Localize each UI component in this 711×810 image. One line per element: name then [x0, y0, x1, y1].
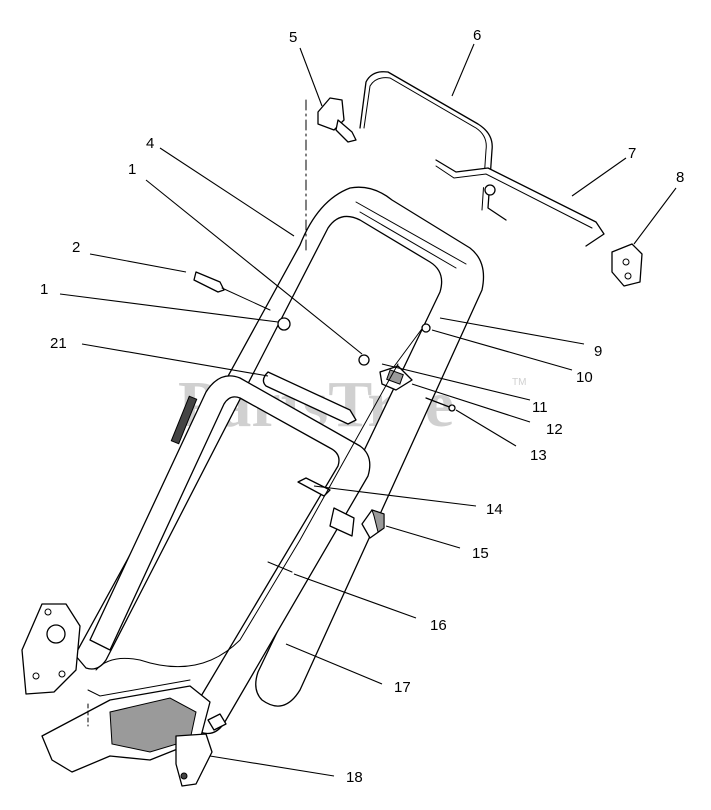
callout-17: 17	[394, 679, 411, 696]
callout-14: 14	[486, 501, 503, 518]
callout-10: 10	[576, 369, 593, 386]
part-21-tube	[262, 371, 357, 425]
callout-7: 7	[628, 145, 636, 162]
callout-21: 21	[50, 335, 67, 352]
callout-8: 8	[676, 169, 684, 186]
part-8-bracket	[611, 243, 643, 287]
part-1-nut-center	[358, 354, 370, 366]
callout-1-left: 1	[40, 281, 48, 298]
callout-13: 13	[530, 447, 547, 464]
callout-6: 6	[473, 27, 481, 44]
part-5-switch	[305, 97, 357, 251]
callout-12: 12	[546, 421, 563, 438]
upper-handle	[74, 186, 485, 707]
callout-18: 18	[346, 769, 363, 786]
leader-lines	[59, 43, 677, 777]
callout-15: 15	[472, 545, 489, 562]
part-9-cable-end	[389, 323, 431, 373]
part-18-deflector	[41, 685, 227, 787]
left-wheel-bracket	[21, 603, 81, 695]
part-15-knob	[329, 507, 385, 539]
part-2-screw	[193, 271, 271, 311]
control-bail	[359, 71, 605, 247]
callout-16: 16	[430, 617, 447, 634]
part-16-cable	[95, 363, 399, 671]
callout-1-upper: 1	[128, 161, 136, 178]
callout-2: 2	[72, 239, 80, 256]
part-1-nut-left	[277, 317, 291, 331]
part-14-screw	[297, 477, 331, 497]
callout-5: 5	[289, 29, 297, 46]
callout-11: 11	[532, 399, 548, 416]
callout-9: 9	[594, 343, 602, 360]
watermark-tm: TM	[512, 377, 526, 388]
part-16-cable-lower	[87, 679, 191, 697]
part-13-screw	[425, 397, 456, 412]
callout-labels: 5 6 4 1 7 8 2 1 21 9 10 11 12 13 14 15 1…	[40, 27, 684, 786]
callout-4: 4	[146, 135, 154, 152]
